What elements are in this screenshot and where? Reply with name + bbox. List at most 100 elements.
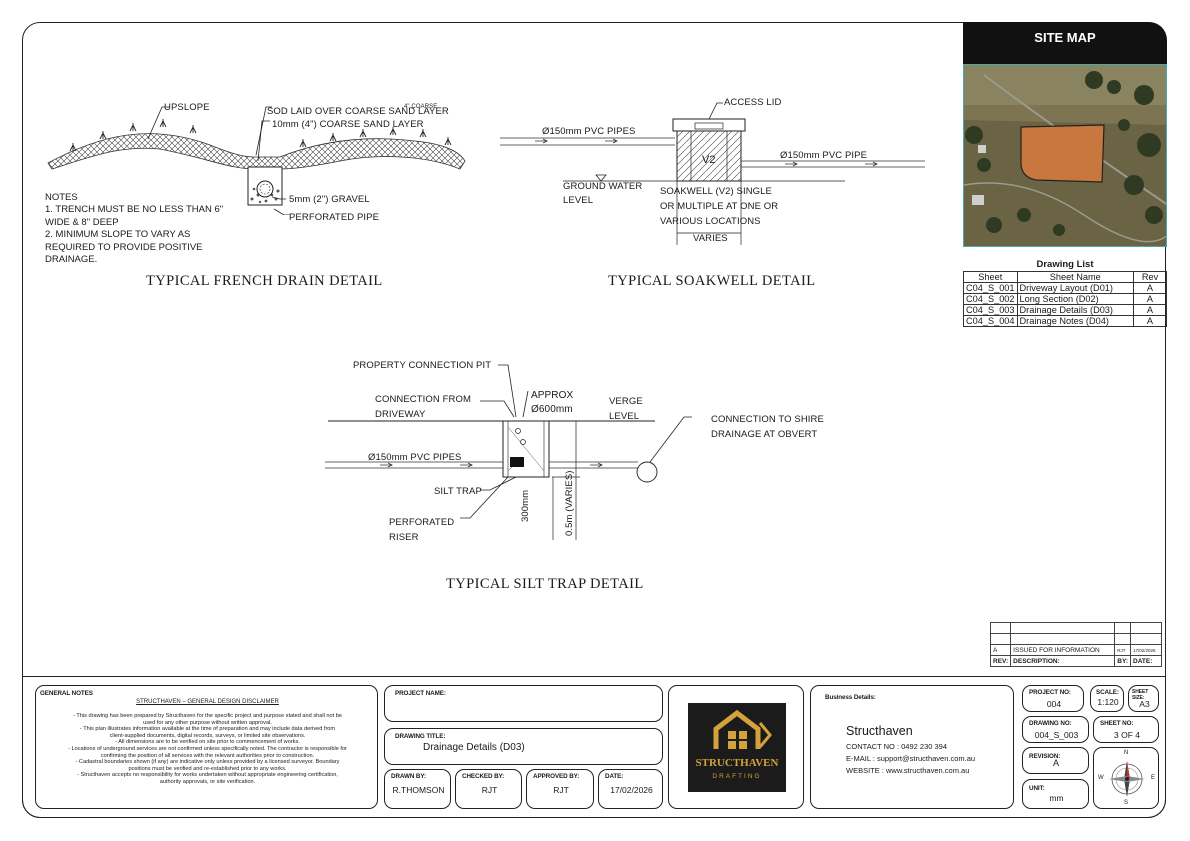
- varies-label: VARIES: [693, 233, 728, 244]
- silt-trap-pipes-label: Ø150mm PVC PIPES: [368, 452, 462, 463]
- project-name-box: PROJECT NAME:: [384, 685, 663, 722]
- french-drain-graphic: [47, 106, 466, 215]
- note-line: 2. MINIMUM SLOPE TO VARY AS: [45, 229, 191, 241]
- scale-value: 1:120: [1097, 697, 1119, 707]
- revision-table: A ISSUED FOR INFORMATION RJT 17/02/2026 …: [989, 622, 1162, 667]
- business-label: Business Details:: [825, 694, 876, 701]
- soakwell-body: [676, 130, 742, 182]
- driveway-connection-label: CONNECTION FROM DRIVEWAY: [375, 394, 471, 420]
- checked-by-box: CHECKED BY: RJT: [455, 769, 522, 809]
- sand-layer-label: 10mm (4") COARSE SAND LAYER: [272, 119, 424, 130]
- note-line: WIDE & 8" DEEP: [45, 216, 119, 228]
- access-lid-label: ACCESS LID: [724, 97, 782, 108]
- notes-heading: NOTES: [45, 192, 78, 203]
- upslope-label: UPSLOPE: [164, 102, 210, 113]
- note-line: REQUIRED TO PROVIDE POSITIVE: [45, 241, 203, 253]
- soakwell-id-label: V2: [702, 154, 716, 166]
- water-level-marker: [595, 174, 607, 182]
- outlet-pipe: [741, 160, 925, 168]
- approved-by-value: RJT: [553, 785, 569, 795]
- site-parcel: [1020, 124, 1105, 183]
- unit-value: mm: [1049, 793, 1064, 803]
- sheet-size-box: SHEET SIZE: A3: [1128, 685, 1159, 712]
- logo-name: STRUCTHAVEN: [695, 757, 779, 769]
- varies-dimension: [676, 181, 742, 245]
- table-row[interactable]: C04_S_003 Drainage Details (D03) A: [963, 304, 1167, 316]
- logo-box: STRUCTHAVEN DRAFTING: [668, 685, 804, 809]
- silt-trap-graphic: [325, 364, 692, 540]
- perforated-riser-label: PERFORATED RISER: [389, 517, 455, 543]
- inlet-pipes: [500, 137, 675, 146]
- sod-label: SOD LAID OVER COARSE SAND LAYER: [267, 106, 449, 117]
- drawing-no-value: 004_S_003: [1034, 730, 1079, 740]
- drawn-by-value: R.THOMSON: [392, 785, 445, 795]
- verge-level-label: VERGE LEVEL: [609, 396, 643, 422]
- silt-trap-pipes: [325, 461, 638, 469]
- pit-label: PROPERTY CONNECTION PIT: [353, 360, 492, 371]
- drawing-list-table: Sheet Sheet Name Rev C04_S_001 Driveway …: [963, 271, 1167, 327]
- note-line: DRAINAGE.: [45, 254, 98, 266]
- business-website: WEBSITE : www.structhaven.com.au: [846, 766, 970, 775]
- table-row[interactable]: C04_S_004 Drainage Notes (D04) A: [963, 315, 1167, 327]
- scale-box: SCALE: 1:120: [1090, 685, 1124, 712]
- approved-by-box: APPROVED BY: RJT: [526, 769, 594, 809]
- project-no-value: 004: [1046, 699, 1062, 709]
- disclaimer-title: STRUCTHAVEN – GENERAL DESIGN DISCLAIMER: [136, 699, 279, 705]
- groundwater-label: GROUND WATER LEVEL: [563, 181, 643, 206]
- compass-n: N: [1124, 750, 1129, 756]
- soakwell-graphic: [500, 102, 925, 245]
- logo-subtitle: DRAFTING: [712, 773, 762, 780]
- date-box: DATE: 17/02/2026: [598, 769, 663, 809]
- shire-drain-pipe: [636, 461, 658, 483]
- sod-overlay-label: 4" COARSE: [404, 104, 438, 110]
- site-map-image[interactable]: [963, 64, 1167, 247]
- checked-by-value: RJT: [481, 785, 498, 795]
- drawing-title-box: DRAWING TITLE: Drainage Details (D03): [384, 728, 663, 765]
- compass-e: E: [1151, 775, 1156, 781]
- business-email: E-MAIL : support@structhaven.com.au: [846, 754, 976, 763]
- sheet-size-value: A3: [1139, 699, 1150, 709]
- project-no-box: PROJECT NO: 004: [1022, 685, 1084, 712]
- leader-lines: [147, 106, 290, 215]
- french-drain-notes: NOTES 1. TRENCH MUST BE NO LESS THAN 6" …: [45, 192, 223, 266]
- dimension-05-label: 0.5m (VARIES): [564, 470, 575, 536]
- house-logo-icon: [713, 709, 772, 749]
- site-map-aerial: [964, 65, 1166, 246]
- site-map-header: SITE MAP: [963, 22, 1167, 64]
- compass-w: W: [1098, 775, 1104, 781]
- title-block-divider: [22, 676, 1166, 678]
- silt-trap-block: [510, 457, 524, 467]
- business-name: Structhaven: [846, 724, 913, 738]
- silt-trap-dimensions: [552, 420, 582, 540]
- perforated-pipe-label: PERFORATED PIPE: [289, 212, 380, 223]
- revision-row: A ISSUED FOR INFORMATION RJT 17/02/2026: [989, 644, 1162, 656]
- compass-box: N S E W: [1093, 747, 1159, 809]
- soakwell-description: SOAKWELL (V2) SINGLE OR MULTIPLE AT ONE …: [660, 186, 779, 227]
- general-notes-label: GENERAL NOTES: [40, 690, 93, 697]
- approx-diameter-label: APPROX Ø600mm: [531, 390, 574, 415]
- note-line: 1. TRENCH MUST BE NO LESS THAN 6": [45, 204, 224, 216]
- sheet-no-box: SHEET NO: 3 OF 4: [1093, 716, 1159, 743]
- drawing-list-header-row: Sheet Sheet Name Rev: [963, 271, 1167, 283]
- business-contact: CONTACT NO : 0492 230 394: [846, 742, 948, 751]
- company-logo: STRUCTHAVEN DRAFTING: [688, 703, 786, 792]
- silt-trap-label: SILT TRAP: [434, 486, 482, 497]
- compass-s: S: [1124, 800, 1129, 806]
- unit-box: UNIT: mm: [1022, 779, 1089, 809]
- sheet-no-value: 3 OF 4: [1114, 730, 1140, 740]
- table-row[interactable]: C04_S_001 Driveway Layout (D01) A: [963, 282, 1167, 294]
- north-compass-icon: [1109, 761, 1145, 797]
- general-notes-box: GENERAL NOTES STRUCTHAVEN – GENERAL DESI…: [35, 685, 378, 809]
- title-block: [22, 676, 1166, 818]
- business-details-box: Business Details: Structhaven CONTACT NO…: [810, 685, 1014, 809]
- soakwell-title: TYPICAL SOAKWELL DETAIL: [608, 273, 816, 289]
- drawing-no-box: DRAWING NO: 004_S_003: [1022, 716, 1089, 743]
- disclaimer-text: - This drawing has been prepared by Stru…: [68, 713, 347, 785]
- gravel-label: 5mm (2") GRAVEL: [289, 194, 370, 205]
- drawing-title-value: Drainage Details (D03): [423, 742, 525, 753]
- outlet-pipe-label: Ø150mm PVC PIPE: [780, 150, 868, 161]
- revision-value: A: [1053, 758, 1060, 768]
- drawing-list-title: Drawing List: [1036, 259, 1094, 270]
- table-row[interactable]: C04_S_002 Long Section (D02) A: [963, 293, 1167, 305]
- drawn-by-box: DRAWN BY: R.THOMSON: [384, 769, 451, 809]
